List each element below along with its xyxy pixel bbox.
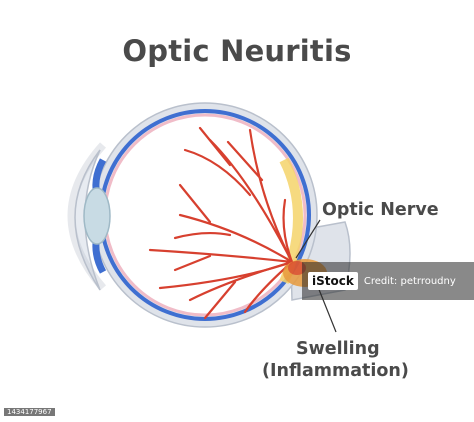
blood-vessels [148, 126, 294, 320]
watermark-banner: iStock Credit: petrroudny [302, 262, 474, 300]
credit-text: Credit: petrroudny [363, 275, 456, 287]
stock-logo: iStock [308, 272, 358, 290]
inflammation-label: (Inflammation) [262, 361, 409, 381]
stock-id: 1434177967 [4, 408, 55, 416]
swelling-label: Swelling [296, 339, 380, 359]
diagram-title: Optic Neuritis [122, 34, 352, 68]
lens [83, 187, 111, 245]
optic-nerve-leader-line [295, 219, 321, 259]
optic-nerve-label: Optic Nerve [322, 200, 439, 220]
